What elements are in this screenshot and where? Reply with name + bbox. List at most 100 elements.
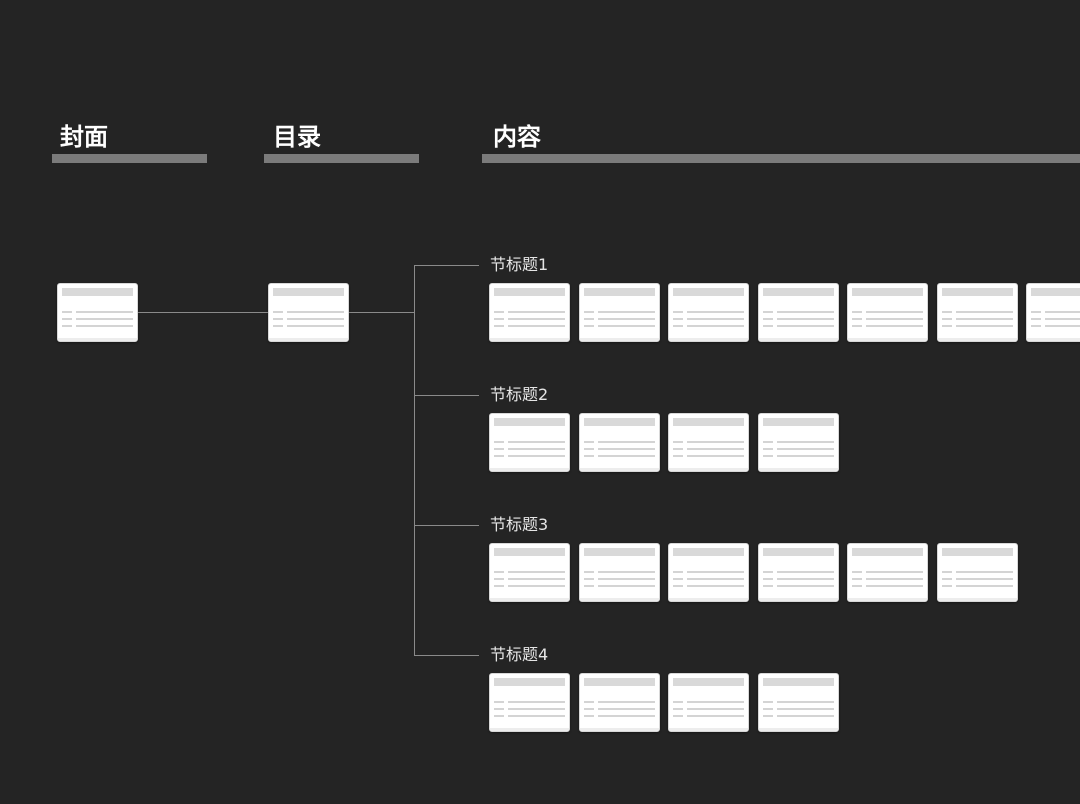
section-3-slide-thumbnail — [758, 543, 839, 602]
branch-line-3 — [414, 525, 479, 526]
section-title-4: 节标题4 — [490, 645, 549, 664]
slide-text-placeholder — [508, 441, 565, 443]
section-3-slide-thumbnail — [668, 543, 749, 602]
slide-footer-placeholder — [490, 728, 569, 731]
slide-footer-placeholder — [1027, 338, 1080, 341]
slide-bullet-placeholder — [942, 318, 952, 320]
slide-text-placeholder — [76, 311, 133, 313]
slide-text-placeholder — [1045, 325, 1080, 327]
slide-title-placeholder — [62, 288, 133, 296]
slide-text-placeholder — [508, 585, 565, 587]
slide-footer-placeholder — [490, 598, 569, 601]
slide-bullet-placeholder — [763, 318, 773, 320]
slide-text-placeholder — [598, 311, 655, 313]
slide-bullet-placeholder — [584, 715, 594, 717]
slide-text-placeholder — [598, 585, 655, 587]
section-4-slide-thumbnail — [758, 673, 839, 732]
slide-text-placeholder — [1045, 318, 1080, 320]
section-4-slide-thumbnail — [579, 673, 660, 732]
slide-bullet-placeholder — [494, 571, 504, 573]
toc-tree-connector — [349, 312, 414, 313]
section-4-slide-thumbnail — [489, 673, 570, 732]
slide-text-placeholder — [777, 318, 834, 320]
section-1-slide-thumbnail — [847, 283, 928, 342]
section-title-3: 节标题3 — [490, 515, 549, 534]
slide-text-placeholder — [687, 448, 744, 450]
slide-bullet-placeholder — [852, 325, 862, 327]
branch-line-4 — [414, 655, 479, 656]
slide-title-placeholder — [852, 288, 923, 296]
slide-title-placeholder — [1031, 288, 1080, 296]
slide-text-placeholder — [598, 578, 655, 580]
slide-bullet-placeholder — [273, 318, 283, 320]
slide-bullet-placeholder — [763, 701, 773, 703]
tree-trunk-line — [414, 265, 415, 656]
slide-text-placeholder — [508, 318, 565, 320]
slide-text-placeholder — [598, 571, 655, 573]
slide-bullet-placeholder — [763, 578, 773, 580]
slide-bullet-placeholder — [584, 585, 594, 587]
slide-text-placeholder — [508, 701, 565, 703]
slide-title-placeholder — [763, 678, 834, 686]
slide-bullet-placeholder — [852, 578, 862, 580]
slide-bullet-placeholder — [942, 578, 952, 580]
slide-bullet-placeholder — [584, 441, 594, 443]
slide-bullet-placeholder — [494, 455, 504, 457]
slide-title-placeholder — [673, 678, 744, 686]
slide-footer-placeholder — [269, 338, 348, 341]
slide-bullet-placeholder — [494, 325, 504, 327]
slide-bullet-placeholder — [942, 571, 952, 573]
slide-bullet-placeholder — [494, 441, 504, 443]
slide-text-placeholder — [687, 701, 744, 703]
slide-bullet-placeholder — [494, 708, 504, 710]
slide-bullet-placeholder — [1031, 311, 1041, 313]
slide-text-placeholder — [598, 448, 655, 450]
slide-bullet-placeholder — [673, 325, 683, 327]
slide-title-placeholder — [673, 548, 744, 556]
slide-title-placeholder — [763, 418, 834, 426]
slide-footer-placeholder — [580, 598, 659, 601]
slide-title-placeholder — [494, 678, 565, 686]
section-1-slide-thumbnail — [1026, 283, 1080, 342]
slide-bullet-placeholder — [1031, 325, 1041, 327]
slide-bullet-placeholder — [852, 585, 862, 587]
slide-footer-placeholder — [669, 728, 748, 731]
slide-text-placeholder — [866, 585, 923, 587]
slide-bullet-placeholder — [942, 325, 952, 327]
slide-bullet-placeholder — [763, 715, 773, 717]
slide-title-placeholder — [494, 418, 565, 426]
slide-footer-placeholder — [580, 468, 659, 471]
slide-bullet-placeholder — [673, 318, 683, 320]
slide-text-placeholder — [598, 318, 655, 320]
slide-bullet-placeholder — [673, 708, 683, 710]
slide-text-placeholder — [687, 455, 744, 457]
slide-bullet-placeholder — [494, 701, 504, 703]
slide-bullet-placeholder — [273, 311, 283, 313]
slide-bullet-placeholder — [494, 448, 504, 450]
slide-bullet-placeholder — [62, 318, 72, 320]
slide-text-placeholder — [777, 701, 834, 703]
slide-title-placeholder — [584, 678, 655, 686]
slide-footer-placeholder — [669, 338, 748, 341]
slide-bullet-placeholder — [62, 311, 72, 313]
slide-text-placeholder — [687, 318, 744, 320]
slide-bullet-placeholder — [1031, 318, 1041, 320]
slide-bullet-placeholder — [673, 448, 683, 450]
content-header: 内容 — [493, 123, 541, 151]
slide-bullet-placeholder — [584, 318, 594, 320]
slide-footer-placeholder — [848, 598, 927, 601]
slide-text-placeholder — [956, 318, 1013, 320]
slide-title-placeholder — [673, 288, 744, 296]
slide-bullet-placeholder — [584, 578, 594, 580]
slide-bullet-placeholder — [942, 311, 952, 313]
slide-text-placeholder — [287, 311, 344, 313]
slide-text-placeholder — [866, 318, 923, 320]
slide-title-placeholder — [763, 548, 834, 556]
slide-footer-placeholder — [490, 468, 569, 471]
branch-line-1 — [414, 265, 479, 266]
slide-footer-placeholder — [669, 468, 748, 471]
slide-text-placeholder — [508, 578, 565, 580]
slide-text-placeholder — [866, 325, 923, 327]
slide-bullet-placeholder — [584, 708, 594, 710]
section-1-slide-thumbnail — [489, 283, 570, 342]
